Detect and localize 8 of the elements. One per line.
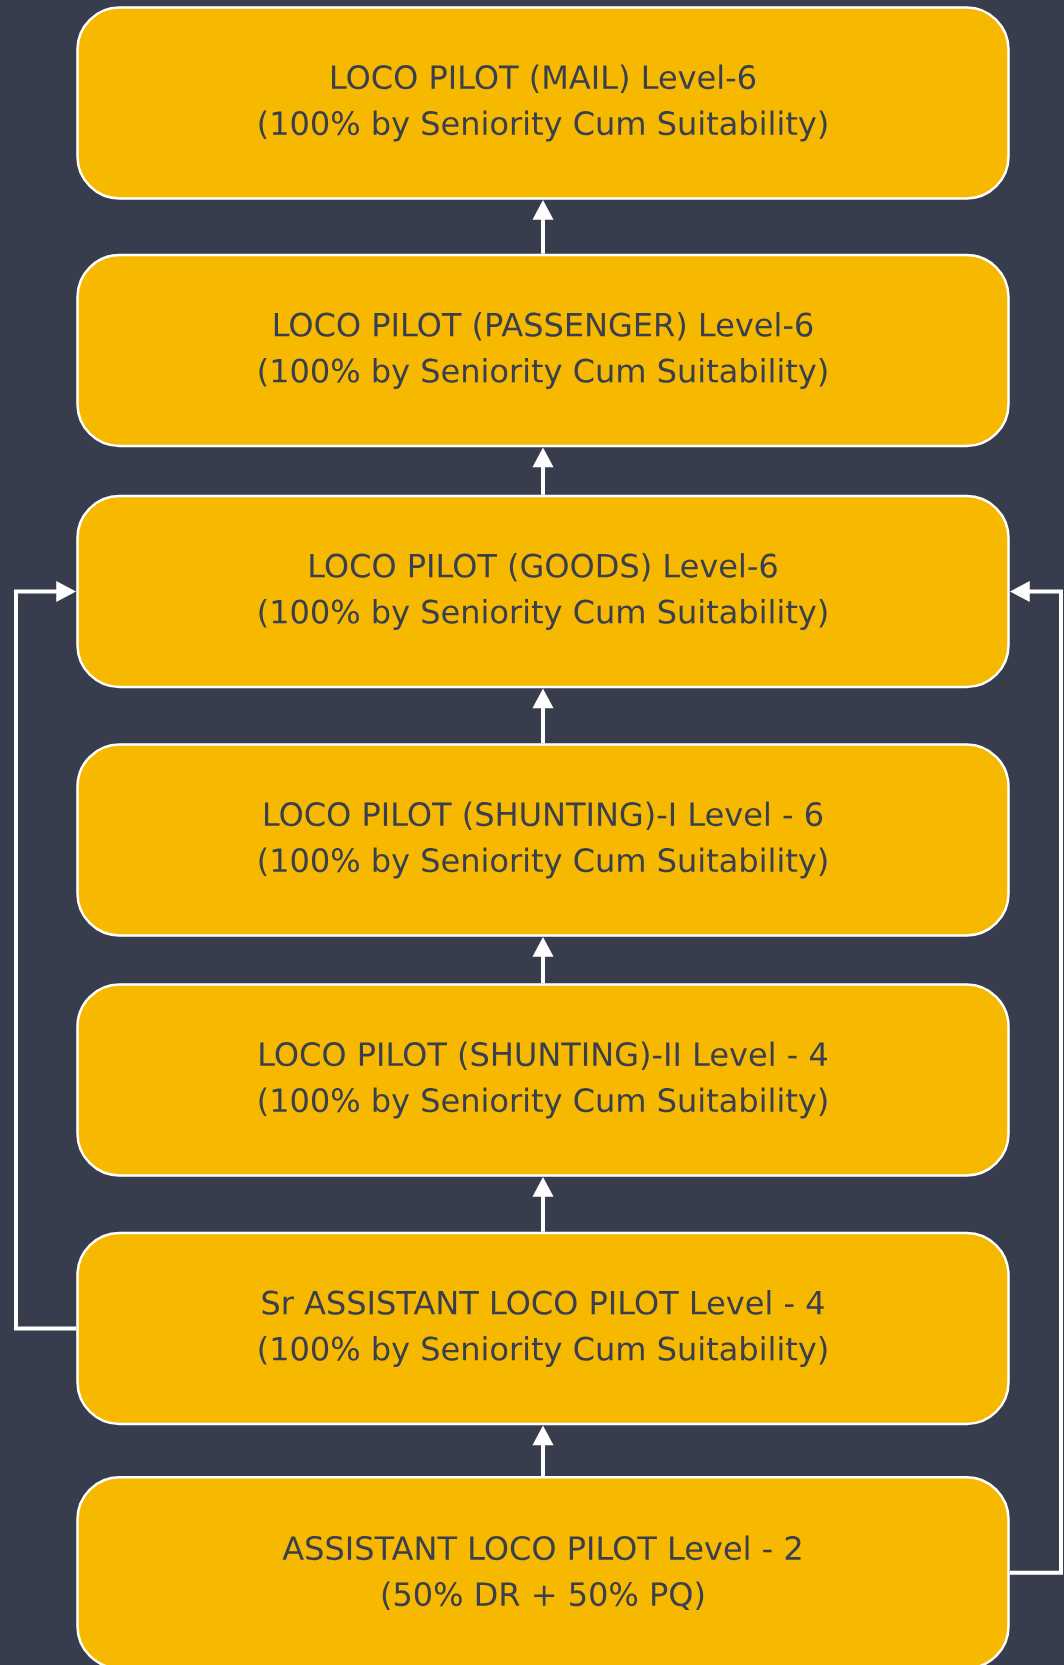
process-box: ASSISTANT LOCO PILOT Level - 2 (50% DR + 50% PQ)	[76, 1475, 1010, 1665]
arrow	[14, 580, 77, 1331]
process-box: LOCO PILOT (SHUNTING)-I Level - 6 (100% by Seniority Cum Suitability)	[76, 743, 1010, 937]
process-box: LOCO PILOT (SHUNTING)-II Level - 4 (100% by Seniority Cum Suitability)	[76, 983, 1010, 1177]
process-box: LOCO PILOT (MAIL) Level-6 (100% by Seniority Cum Suitability)	[76, 6, 1010, 200]
process-box: LOCO PILOT (GOODS) Level-6 (100% by Seniority Cum Suitability)	[76, 494, 1010, 689]
process-box: LOCO PILOT (PASSENGER) Level-6 (100% by Seniority Cum Suitability)	[76, 253, 1010, 448]
process-box: Sr ASSISTANT LOCO PILOT Level - 4 (100% by Seniority Cum Suitability)	[76, 1231, 1010, 1426]
